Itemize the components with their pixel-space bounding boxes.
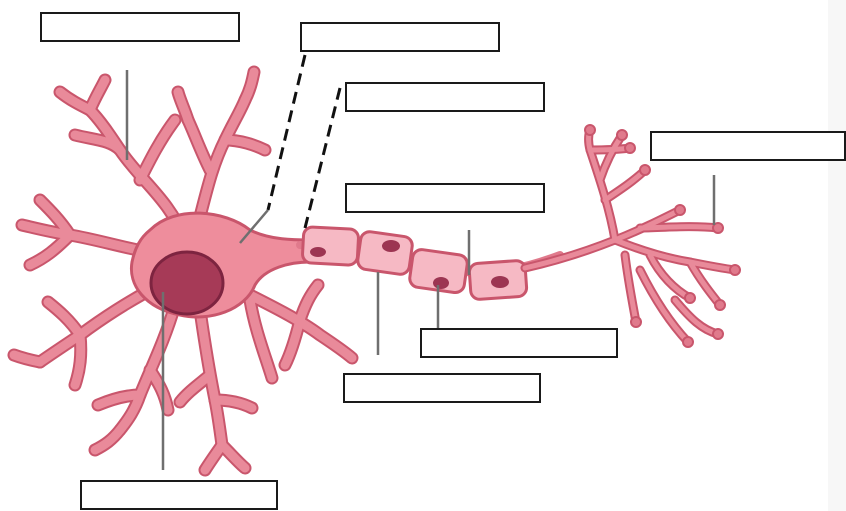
label-box-nucleus[interactable] [80, 480, 278, 510]
sheath-nucleus [433, 277, 449, 289]
terminal-bouton [675, 205, 685, 215]
label-box-dendrites[interactable] [40, 12, 240, 42]
terminal-bouton [585, 125, 595, 135]
sheath-segment [357, 231, 414, 276]
terminal-bouton [713, 329, 723, 339]
sheath-segment [302, 227, 359, 266]
terminal-bouton [617, 130, 627, 140]
label-box-axon-terminal[interactable] [650, 131, 846, 161]
leader-axon-hillock-dashed [268, 55, 305, 210]
terminal-bouton [625, 143, 635, 153]
sheath-nucleus [310, 247, 326, 257]
right-edge-strip [828, 0, 846, 511]
leader-schwann-dashed [305, 88, 340, 228]
myelin-sheath-segments [302, 227, 527, 300]
terminal-bouton [730, 265, 740, 275]
sheath-nucleus [382, 240, 400, 252]
terminal-bouton [715, 300, 725, 310]
label-box-schwann-nucleus[interactable] [420, 328, 618, 358]
label-box-node-of-ranvier[interactable] [345, 183, 545, 213]
terminal-bouton [683, 337, 693, 347]
terminal-bouton [685, 293, 695, 303]
label-box-axon-hillock[interactable] [300, 22, 500, 52]
label-box-schwann-cell[interactable] [345, 82, 545, 112]
terminal-bouton [640, 165, 650, 175]
terminal-bouton [631, 317, 641, 327]
label-box-myelin-sheath[interactable] [343, 373, 541, 403]
sheath-nucleus [491, 276, 509, 288]
